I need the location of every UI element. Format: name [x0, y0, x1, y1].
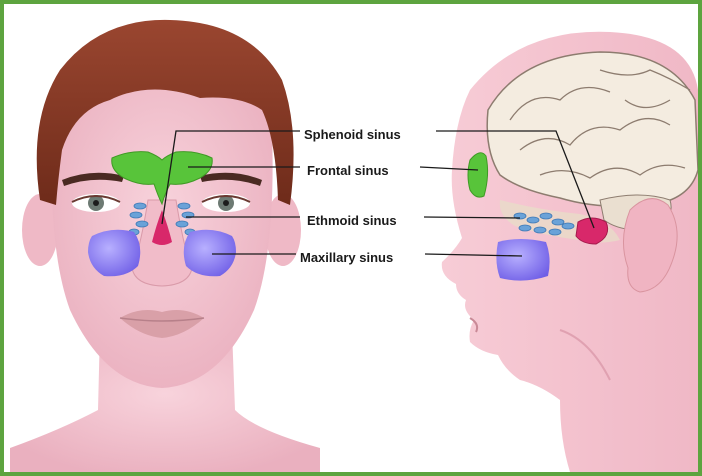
- maxillary-sinus-side: [496, 239, 549, 281]
- frontal-sinus-side: [468, 153, 488, 197]
- eye-right: [202, 194, 250, 212]
- maxillary-sinus-left: [88, 230, 140, 277]
- maxillary-sinus-right: [184, 230, 236, 277]
- label-ethmoid-sinus: Ethmoid sinus: [307, 213, 397, 229]
- label-sphenoid-sinus: Sphenoid sinus: [304, 127, 401, 143]
- eye-left: [72, 194, 120, 212]
- label-maxillary-sinus: Maxillary sinus: [300, 250, 393, 266]
- sinus-diagram: [4, 4, 698, 472]
- label-frontal-sinus: Frontal sinus: [307, 163, 389, 179]
- front-view: [10, 20, 320, 472]
- side-view: [442, 32, 698, 472]
